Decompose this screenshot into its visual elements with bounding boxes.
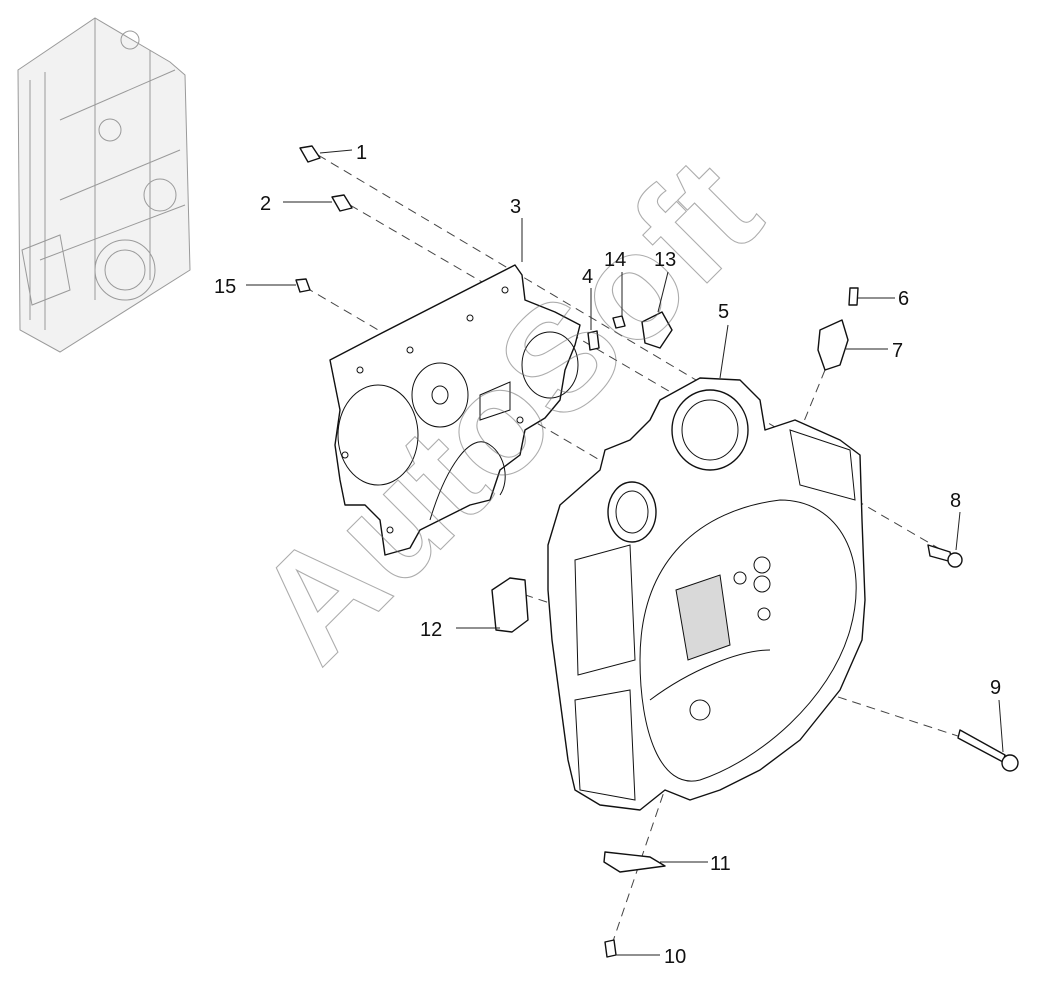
screw-6	[848, 287, 859, 306]
callout-13: 13	[654, 249, 676, 271]
flywheel-housing	[547, 377, 866, 811]
callout-10: 10	[664, 946, 686, 968]
long-bolt-9	[957, 729, 1019, 772]
bolt-8	[927, 544, 963, 568]
bracket-13	[641, 311, 673, 349]
sensor-7	[817, 319, 849, 371]
callout-11: 11	[710, 853, 731, 875]
callout-15: 15	[214, 276, 236, 298]
leader-lines	[246, 149, 1004, 956]
callout-3: 3	[510, 196, 521, 218]
callout-2: 2	[260, 193, 271, 215]
callout-14: 14	[604, 249, 626, 271]
bolt-1	[299, 145, 321, 163]
engine-block-reference-drawing	[17, 17, 191, 353]
bolt-2	[331, 194, 353, 212]
bolt-15	[295, 278, 311, 293]
dowel-pin-4	[587, 330, 600, 351]
callout-7: 7	[892, 340, 903, 362]
callout-6: 6	[898, 288, 909, 310]
callout-12: 12	[420, 619, 442, 641]
callout-1: 1	[356, 142, 367, 164]
gasket-plate	[329, 264, 581, 556]
cover-11	[603, 851, 666, 873]
small-cover-plate	[491, 577, 529, 633]
callout-8: 8	[950, 490, 961, 512]
callout-4: 4	[582, 266, 593, 288]
screw-14	[612, 315, 626, 329]
callout-5: 5	[718, 301, 729, 323]
callout-9: 9	[990, 677, 1001, 699]
callout-labels: 1 2 3 4 5 6 7 8 9 10 11 12 13 14 15	[214, 142, 1001, 968]
screw-10	[604, 939, 617, 958]
